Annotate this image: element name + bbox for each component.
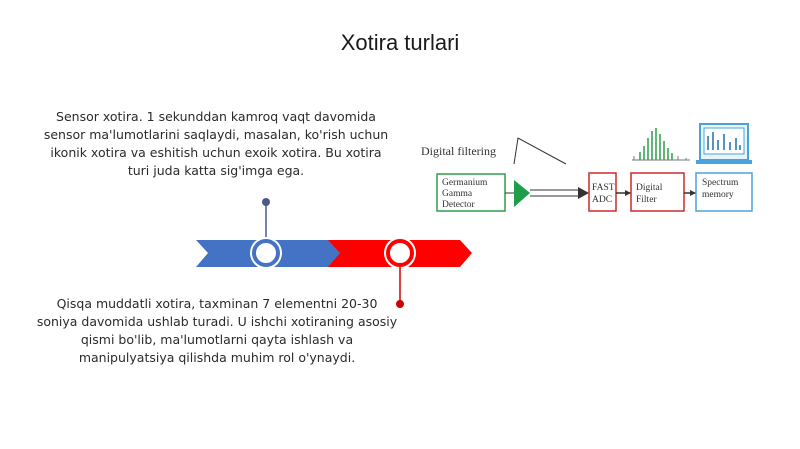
sensor-memory-text: Sensor xotira. 1 sekunddan kamroq vaqt d… <box>43 109 389 178</box>
detector-box <box>436 173 506 212</box>
short-term-memory-text: Qisqa muddatli xotira, taxminan 7 elemen… <box>36 296 398 365</box>
timeline-node-red <box>386 239 414 267</box>
timeline-dot-top <box>262 198 270 206</box>
adc-label-1: FAST <box>592 183 615 193</box>
memory-box <box>695 172 753 212</box>
filter-memory-arrow-icon <box>690 190 696 196</box>
memory-label-2: memory <box>702 190 734 200</box>
monitor-icon <box>696 123 752 164</box>
slide-title: Xotira turlari <box>340 30 460 55</box>
adc-label-2: ADC <box>592 195 612 205</box>
detector-label-2: Gamma <box>442 189 473 199</box>
adc-box <box>588 172 617 212</box>
memory-label-1: Spectrum <box>702 178 739 188</box>
filter-label-2: Filter <box>636 195 657 205</box>
adc-filter-arrow-icon <box>625 190 631 196</box>
detector-label-3: Detector <box>442 200 476 210</box>
filter-shape-icon <box>513 137 567 165</box>
timeline-dot-bottom <box>396 300 404 308</box>
detector-label-1: Germanium <box>442 178 488 188</box>
filter-label-1: Digital <box>636 183 663 193</box>
filter-box <box>630 172 685 212</box>
spectrum-histogram-icon <box>632 128 690 161</box>
amplifier-icon <box>514 180 530 207</box>
signal-arrow-icon <box>578 187 589 199</box>
digital-filtering-label: Digital filtering <box>421 144 496 158</box>
timeline-node-blue <box>252 239 280 267</box>
